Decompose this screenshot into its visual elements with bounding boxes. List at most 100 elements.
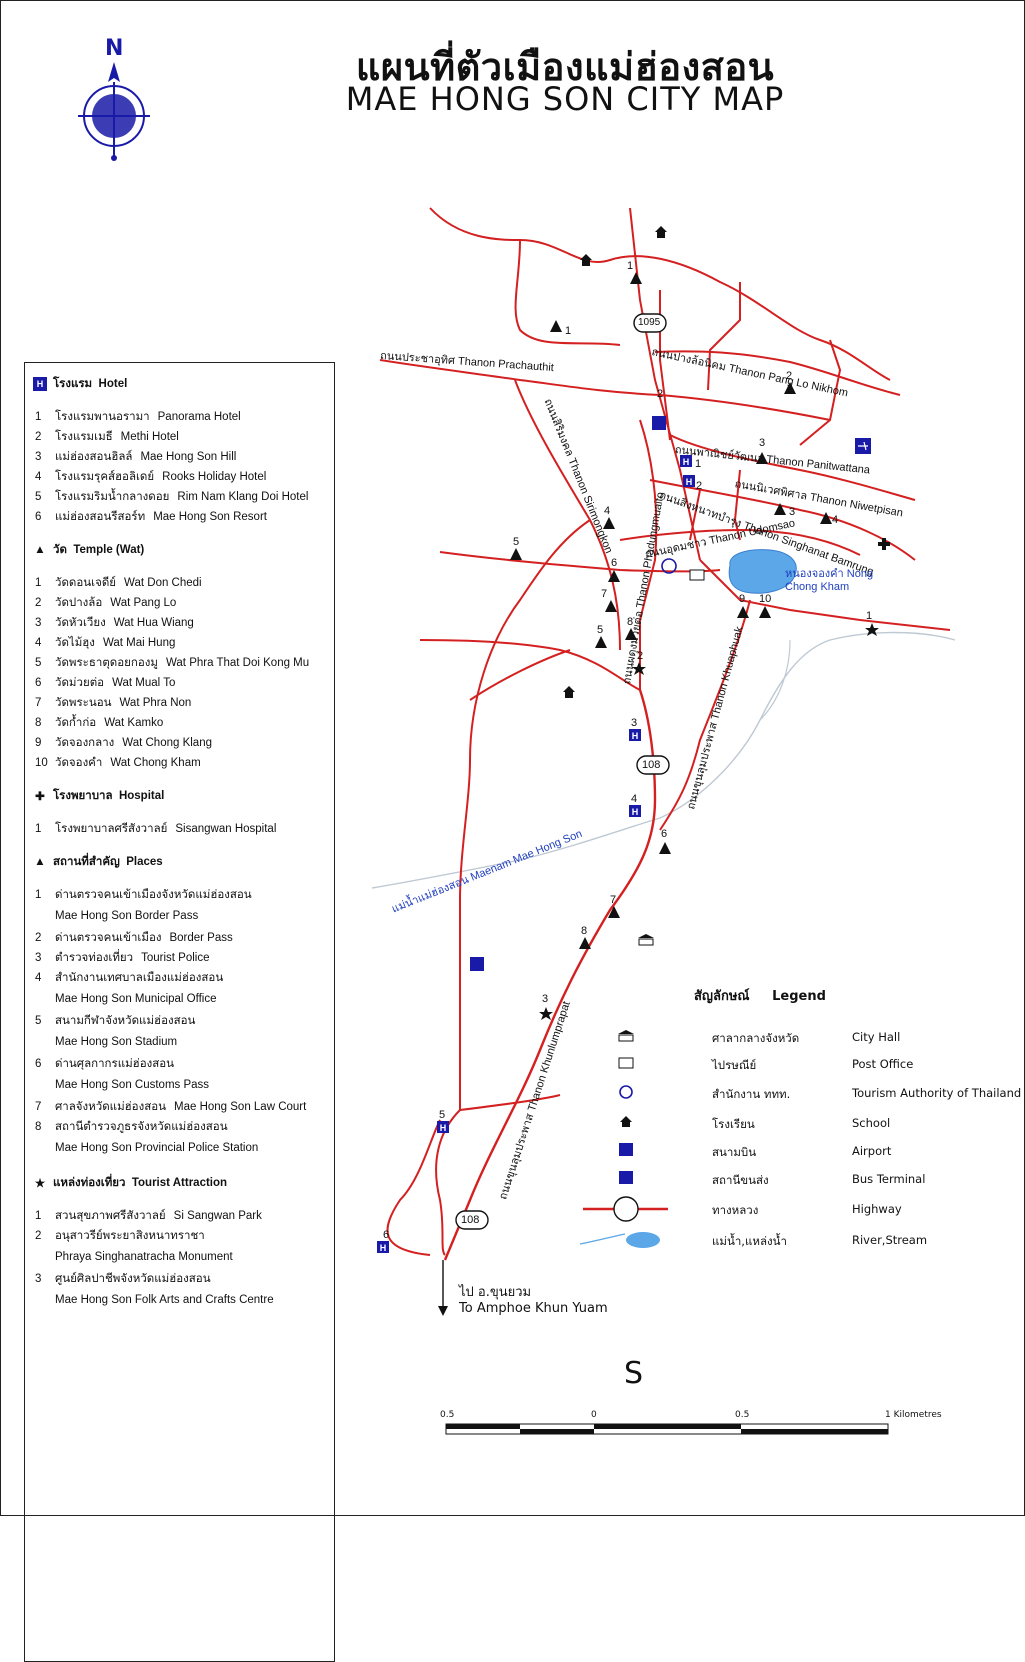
hotel-heading: H โรงแรม Hotel [33, 375, 334, 393]
transport-markers [470, 416, 871, 971]
list-item-en: Mae Hong Son Stadium [55, 1036, 178, 1048]
list-item-en: Mae Hong Son Municipal Office [55, 993, 217, 1005]
svg-text:H: H [380, 1243, 387, 1253]
scale-label-right: 1 Kilometres [885, 1410, 942, 1420]
list-item-en: Mae Hong Son Customs Pass [55, 1079, 210, 1091]
title-english: MAE HONG SON CITY MAP [345, 80, 785, 118]
marker-number: 4 [631, 793, 638, 805]
legend-title: สัญลักษณ์ Legend [694, 989, 826, 1004]
star-markers [539, 623, 879, 1020]
school-markers [563, 226, 667, 698]
marker-number: 5 [597, 624, 604, 636]
map-canvas: HH HH HH [78, 62, 956, 1435]
lake-label: หนองจองคำ Nong Chong Kham [785, 568, 874, 593]
highway-label-108-b: 108 [461, 1214, 480, 1226]
scale-label-mid: 0.5 [735, 1410, 750, 1420]
marker-number: 3 [789, 506, 796, 518]
marker-number: 7 [601, 588, 608, 600]
marker-number: 1 [695, 458, 702, 470]
marker-number: 5 [439, 1109, 446, 1121]
attraction-heading: ★ แหล่งท่องเที่ยว Tourist Attraction [34, 1177, 228, 1190]
marker-number: 3 [759, 437, 766, 449]
list-item-en: Mae Hong Son Folk Arts and Crafts Centre [55, 1294, 274, 1306]
marker-number: 2 [637, 650, 644, 662]
marker-number: 6 [611, 557, 618, 569]
highway-label-1095: 1095 [638, 317, 661, 328]
marker-number: 2 [696, 480, 703, 492]
marker-number: 7 [610, 894, 617, 906]
hotel-markers: HH HH HH [377, 455, 695, 1253]
marker-number: 3 [542, 993, 549, 1005]
marker-number: 1 [565, 325, 572, 337]
marker-number: 5 [513, 536, 520, 548]
marker-number: 4 [604, 505, 611, 517]
arrow-head [438, 1306, 448, 1316]
compass-south: S [624, 1356, 644, 1391]
marker-number: 9 [739, 593, 746, 605]
scale-label-zero: 0 [591, 1410, 597, 1420]
scale-label-left: 0.5 [440, 1410, 455, 1420]
list-item-en: Phraya Singhanatracha Monument [55, 1251, 233, 1263]
hospital-icon: ✚ [35, 791, 45, 803]
hospital-heading: ✚ โรงพยาบาล Hospital [33, 787, 334, 805]
svg-text:H: H [686, 477, 693, 487]
destination-label: ไป อ.ขุนยวม To Amphoe Khun Yuam [459, 1285, 608, 1316]
svg-text:H: H [440, 1123, 447, 1133]
hotel-heading-en: Hotel [98, 378, 128, 390]
places-heading: ▲ สถานที่สำคัญ Places [34, 856, 163, 868]
legend-row: ไปรษณีย์Post Office [712, 1057, 914, 1072]
temple-heading: ▲ วัด Temple (Wat) [34, 544, 145, 556]
marker-number: 3 [631, 717, 638, 729]
legend-symbols [579, 1030, 668, 1248]
marker-number: 6 [383, 1229, 390, 1241]
post-office-marker [689, 569, 705, 581]
highway-label-108-a: 108 [642, 759, 661, 771]
places-icon: ▲ [34, 856, 46, 868]
compass-north: N [105, 36, 124, 61]
temple-icon: ▲ [34, 544, 46, 556]
svg-text:H: H [632, 731, 639, 741]
city-hall-marker [638, 934, 654, 946]
tat-marker [661, 558, 677, 574]
marker-number: 1 [866, 610, 873, 622]
marker-number: 6 [661, 828, 668, 840]
triangle-markers [510, 272, 832, 949]
marker-number: 2 [786, 370, 793, 382]
river-mae-hong-son [371, 631, 956, 889]
scale-bar [445, 1423, 889, 1435]
compass-rose [78, 62, 150, 161]
hotel-heading-th: โรงแรม [53, 378, 93, 390]
title-thai: แผนที่ตัวเมืองแม่ฮ่องสอน [355, 45, 775, 89]
legend-row: สำนักงาน ททท.Tourism Authority of Thaila… [712, 1086, 1022, 1101]
hospital-marker [878, 538, 890, 550]
river-branch [759, 639, 791, 721]
